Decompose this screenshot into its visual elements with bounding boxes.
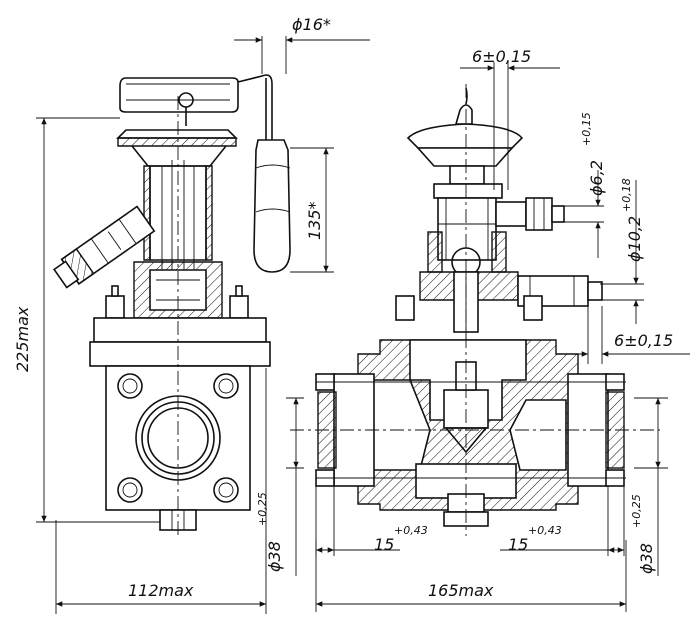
- flange-plate: [93, 317, 267, 343]
- dim-d102: ϕ10,2: [625, 216, 644, 262]
- dim-d38-left: ϕ38: [265, 541, 284, 572]
- capillary-loop: [119, 77, 239, 113]
- dimensions: ϕ16* 225max 112max 135* ϕ38 +0,25 ϕ38 +0…: [13, 15, 690, 614]
- tol-d102: +0,18: [620, 178, 633, 212]
- sensing-bulb: [253, 139, 291, 273]
- dim-h225: 225max: [13, 306, 32, 372]
- section-view: [290, 84, 660, 536]
- dim-h135: 135*: [305, 201, 324, 240]
- tol15-left: +0,43: [394, 524, 428, 537]
- dim-6-top: 6±0,15: [472, 47, 531, 66]
- dim-w165: 165max: [428, 581, 494, 600]
- dim15-left: 15: [374, 535, 394, 554]
- dim-d38-right: ϕ38: [637, 543, 656, 574]
- tol-d38-right: +0,25: [630, 494, 643, 528]
- diaphragm-head: [117, 137, 237, 147]
- inlet-fitting: [53, 205, 156, 289]
- dim-d16: ϕ16*: [292, 15, 331, 34]
- tol-d38-left: +0,25: [256, 492, 269, 526]
- tol15-right: +0,43: [528, 524, 562, 537]
- capillary-tube: [237, 74, 273, 140]
- dim-d62: ϕ6,2: [587, 160, 606, 196]
- body-block: [105, 365, 251, 511]
- side-view: [53, 74, 291, 536]
- dim15-right: 15: [508, 535, 528, 554]
- head-dome: [454, 104, 473, 125]
- dim-w112: 112max: [128, 581, 194, 600]
- dim-6-right: 6±0,15: [614, 331, 673, 350]
- tol-d62: +0,15: [580, 112, 593, 146]
